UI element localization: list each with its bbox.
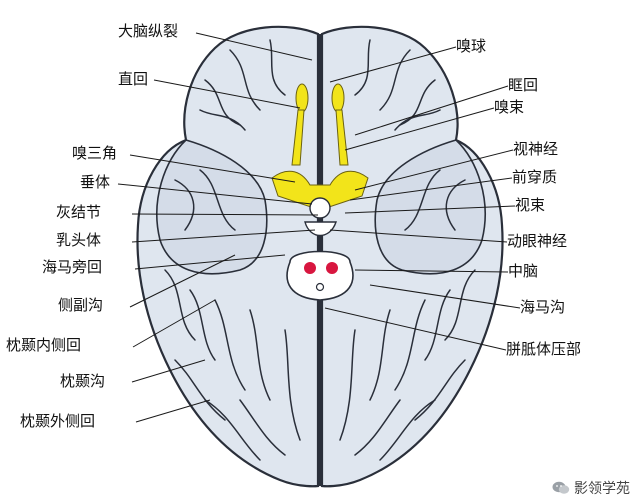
wechat-icon (552, 481, 570, 494)
olfactory-structures (271, 83, 369, 211)
label-occipitotemporal-sulcus: 枕颞沟 (60, 372, 106, 390)
label-anterior-perforated-substance: 前穿质 (512, 168, 558, 186)
mammillary-area (304, 221, 337, 237)
label-lateral-occipitotemporal-gyrus: 枕颞外侧回 (20, 412, 96, 430)
label-olfactory-bulb: 嗅球 (456, 37, 487, 55)
right-sulci (339, 39, 476, 461)
label-gyrus-rectus: 直回 (118, 70, 149, 88)
midbrain (286, 250, 354, 301)
label-mammillary-body: 乳头体 (56, 231, 102, 249)
label-olfactory-tract: 嗅束 (494, 98, 525, 116)
label-olfactory-trigone: 嗅三角 (72, 144, 118, 162)
leader-lines (117, 32, 521, 423)
label-medial-occipitotemporal-gyrus: 枕颞内侧回 (6, 336, 82, 354)
watermark: 影领学苑 (552, 478, 630, 498)
hypophysis (309, 197, 331, 219)
label-longitudinal-fissure: 大脑纵裂 (118, 22, 179, 40)
label-orbital-gyri: 眶回 (508, 76, 539, 94)
label-midbrain: 中脑 (508, 262, 539, 280)
label-hypophysis: 垂体 (80, 173, 111, 191)
label-tuber-cinereum: 灰结节 (56, 203, 102, 221)
label-splenium-corpus-callosum: 胼胝体压部 (506, 340, 582, 358)
label-hippocampal-sulcus: 海马沟 (520, 298, 566, 316)
right-temporal-lobe (374, 139, 486, 275)
label-parahippocampal-gyrus: 海马旁回 (42, 258, 103, 276)
left-sulci (164, 39, 301, 461)
label-optic-tract: 视束 (515, 196, 546, 214)
label-optic-nerve: 视神经 (513, 140, 559, 158)
watermark-text: 影领学苑 (574, 481, 630, 497)
label-collateral-sulcus: 侧副沟 (58, 296, 104, 314)
label-oculomotor-nerve: 动眼神经 (507, 232, 568, 250)
